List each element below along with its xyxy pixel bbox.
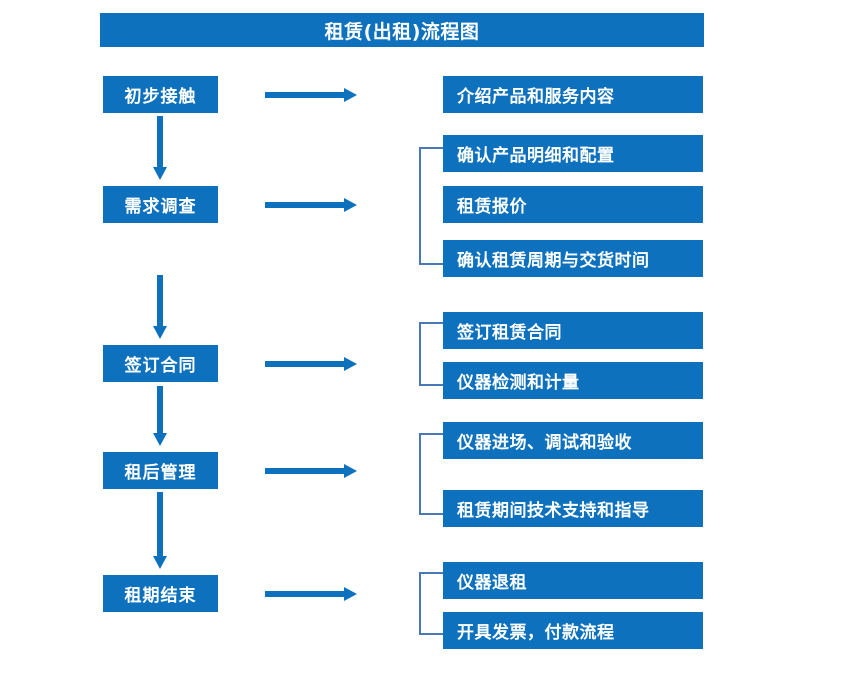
stage-box[interactable]: 需求调查 (103, 186, 218, 223)
arrow-stage-1-to-details (265, 87, 357, 102)
bracket-group-post-rental (419, 433, 443, 515)
arrow-stage-3-to-stage-4 (153, 386, 167, 446)
detail-box[interactable]: 确认租赁周期与交货时间 (443, 240, 703, 277)
bracket-group-contract (419, 322, 443, 386)
arrow-stage-5-to-details (265, 586, 357, 601)
detail-box[interactable]: 介绍产品和服务内容 (443, 76, 703, 113)
stage-box[interactable]: 初步接触 (103, 76, 218, 113)
bracket-group-requirements (419, 147, 443, 265)
detail-box[interactable]: 开具发票，付款流程 (443, 612, 703, 649)
arrow-stage-1-to-stage-2 (153, 116, 167, 180)
page-title: 租赁(出租)流程图 (100, 13, 704, 47)
stage-box[interactable]: 租后管理 (103, 452, 218, 489)
arrow-stage-3-to-details (265, 356, 357, 371)
detail-box[interactable]: 仪器进场、调试和验收 (443, 422, 703, 459)
detail-box[interactable]: 仪器检测和计量 (443, 362, 703, 399)
stage-box[interactable]: 签订合同 (103, 345, 218, 382)
bracket-group-end (419, 572, 443, 635)
detail-box[interactable]: 租赁期间技术支持和指导 (443, 490, 703, 527)
detail-box[interactable]: 确认产品明细和配置 (443, 135, 703, 172)
detail-box[interactable]: 仪器退租 (443, 562, 703, 599)
detail-box[interactable]: 签订租赁合同 (443, 312, 703, 349)
detail-box[interactable]: 租赁报价 (443, 186, 703, 223)
arrow-stage-4-to-details (265, 463, 357, 478)
arrow-stage-2-to-details (265, 197, 357, 212)
arrow-stage-4-to-stage-5 (153, 492, 167, 569)
arrow-stage-2-to-stage-3 (153, 275, 167, 339)
stage-box[interactable]: 租期结束 (103, 575, 218, 612)
